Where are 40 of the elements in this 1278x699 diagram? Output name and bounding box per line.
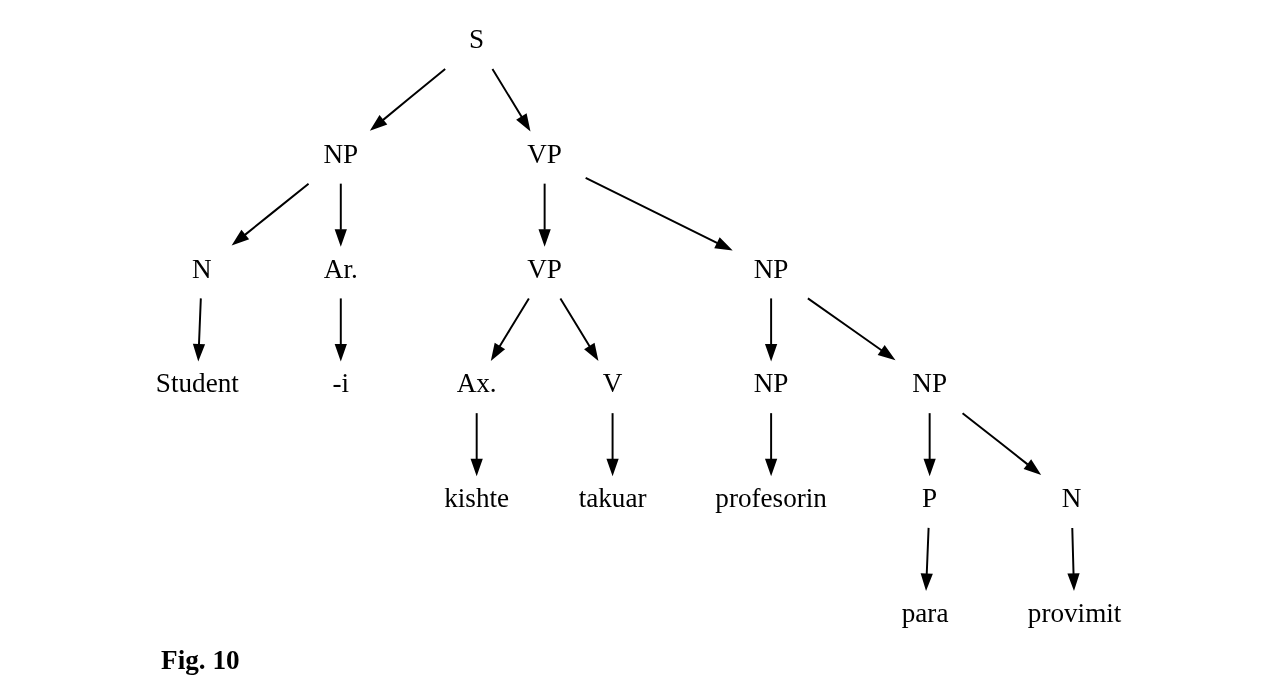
arrow bbox=[491, 67, 531, 132]
arrow bbox=[923, 412, 936, 477]
node-text: VP bbox=[527, 138, 562, 169]
arrow bbox=[192, 297, 206, 362]
node-text: kishte bbox=[444, 483, 510, 514]
node-text: NP bbox=[323, 138, 359, 169]
arrow bbox=[490, 297, 530, 361]
arrow bbox=[806, 297, 896, 361]
arrow bbox=[606, 412, 619, 477]
arrow bbox=[764, 297, 778, 362]
node-text: V bbox=[602, 368, 623, 399]
arrow bbox=[961, 412, 1042, 476]
arrow bbox=[1067, 526, 1080, 591]
node-text: N bbox=[1061, 483, 1082, 514]
node-text: -i bbox=[332, 368, 350, 399]
node-text: NP bbox=[753, 368, 789, 399]
node-text: N bbox=[192, 253, 212, 284]
caption: Fig. 10 bbox=[161, 644, 240, 675]
arrow bbox=[584, 177, 733, 251]
arrow bbox=[764, 412, 778, 477]
node-text: Student bbox=[155, 368, 239, 399]
node-text: S bbox=[469, 24, 485, 55]
node-text: takuar bbox=[578, 483, 647, 514]
node-text: para bbox=[901, 597, 949, 628]
arrow bbox=[231, 182, 310, 246]
arrow bbox=[334, 297, 347, 362]
node-text: VP bbox=[527, 253, 562, 284]
arrow bbox=[538, 182, 551, 247]
node-text: profesorin bbox=[715, 483, 827, 514]
arrow bbox=[369, 67, 447, 131]
node-text: Ax. bbox=[456, 368, 497, 399]
node-text: NP bbox=[753, 253, 789, 284]
arrow bbox=[920, 526, 933, 591]
arrow bbox=[470, 412, 483, 477]
arrow bbox=[559, 297, 599, 361]
node-text: provimit bbox=[1027, 597, 1122, 628]
node-text: Ar. bbox=[323, 253, 358, 284]
arrow bbox=[334, 182, 347, 247]
node-text: NP bbox=[912, 368, 948, 399]
node-text: P bbox=[922, 483, 938, 514]
